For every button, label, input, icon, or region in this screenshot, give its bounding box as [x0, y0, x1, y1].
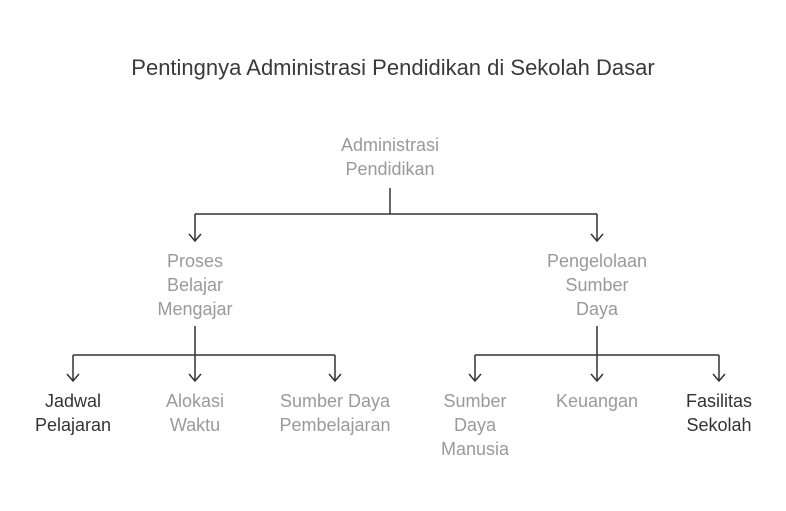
- node-proses-belajar-mengajar: Proses Belajar Mengajar: [157, 251, 233, 319]
- node-pengelolaan-sumber-daya: Pengelolaan Sumber Daya: [546, 251, 648, 319]
- arrowhead-sdm: [468, 373, 482, 383]
- connector-root: [195, 188, 597, 215]
- arrowhead-pengelolaan: [590, 233, 604, 243]
- node-fasilitas-sekolah: Fasilitas Sekolah: [685, 391, 752, 435]
- arrowhead-alokasi: [188, 373, 202, 383]
- arrowhead-keuangan: [590, 373, 604, 383]
- node-administrasi-pendidikan: Administrasi Pendidikan: [340, 135, 440, 179]
- connector-proses: [73, 326, 335, 356]
- node-sumber-daya-pembelajaran: Sumber Daya Pembelajaran: [279, 391, 391, 435]
- diagram-title: Pentingnya Administrasi Pendidikan di Se…: [131, 55, 655, 80]
- node-alokasi-waktu: Alokasi Waktu: [165, 391, 225, 435]
- node-keuangan: Keuangan: [555, 391, 639, 411]
- connector-pengelolaan: [475, 326, 719, 356]
- node-sumber-daya-manusia: Sumber Daya Manusia: [440, 391, 510, 459]
- arrowhead-jadwal: [66, 373, 80, 383]
- arrowhead-sumber-pembelajaran: [328, 373, 342, 383]
- arrowhead-fasilitas: [712, 373, 726, 383]
- arrowhead-proses: [188, 233, 202, 243]
- node-jadwal-pelajaran: Jadwal Pelajaran: [34, 391, 112, 435]
